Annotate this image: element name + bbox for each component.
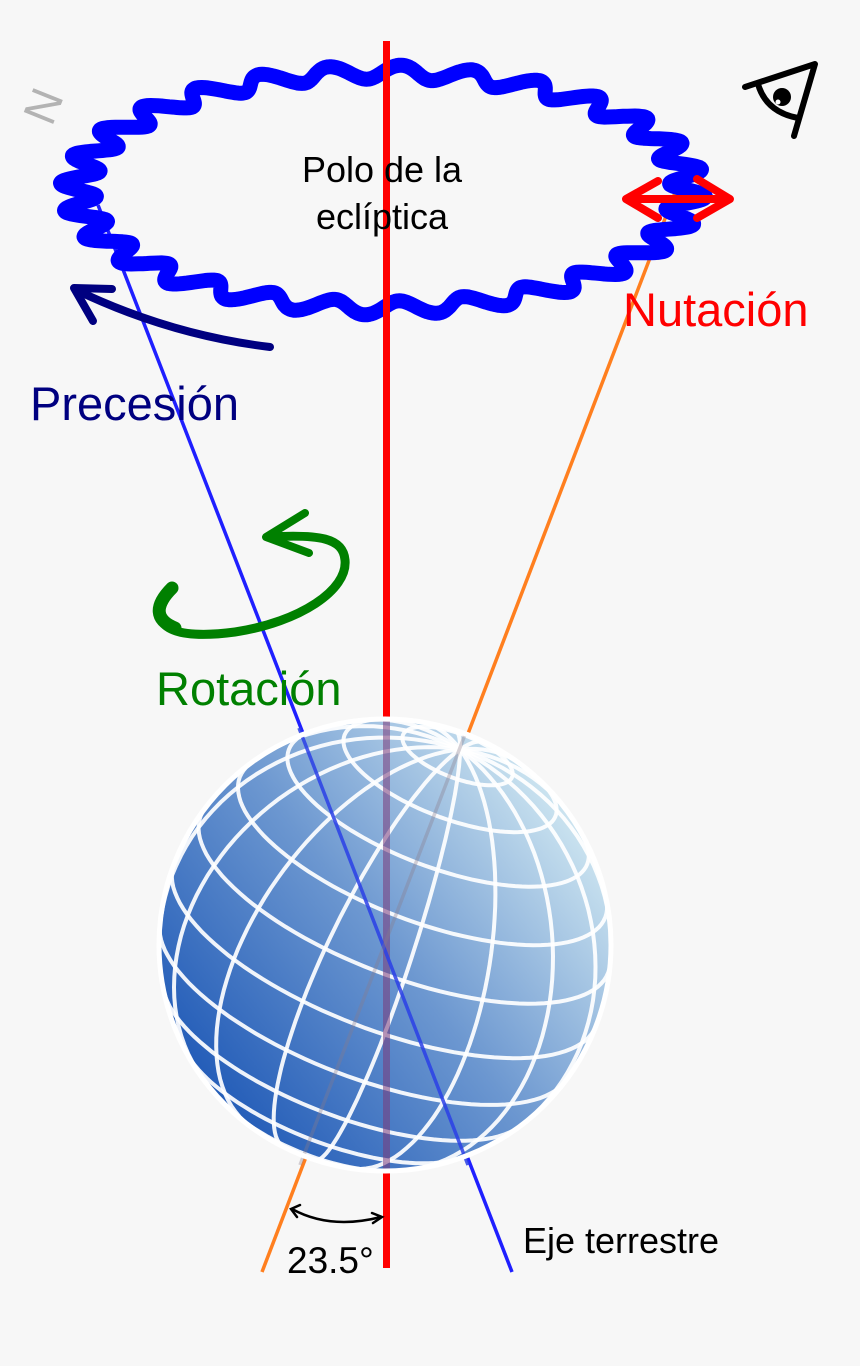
earth-axis-label: Eje terrestre — [523, 1220, 719, 1261]
nutation-label: Nutación — [623, 283, 809, 336]
precession-arrow-icon — [70, 284, 274, 351]
ecliptic-pole-label-line2: eclíptica — [316, 196, 449, 237]
rotation-label: Rotación — [156, 662, 342, 715]
wavy-precession-ring — [53, 57, 713, 323]
tilt-angle-label: 23.5° — [287, 1240, 374, 1281]
tilt-angle-arc-icon — [289, 1203, 385, 1225]
eye-icon — [742, 61, 818, 139]
ecliptic-pole-label-line1: Polo de la — [302, 149, 463, 190]
north-label: N — [13, 81, 74, 131]
nutation-double-arrow-icon — [622, 175, 734, 222]
precession-label: Precesión — [30, 377, 239, 430]
rotation-arrow-icon — [152, 509, 350, 639]
earth-globe — [156, 716, 614, 1174]
